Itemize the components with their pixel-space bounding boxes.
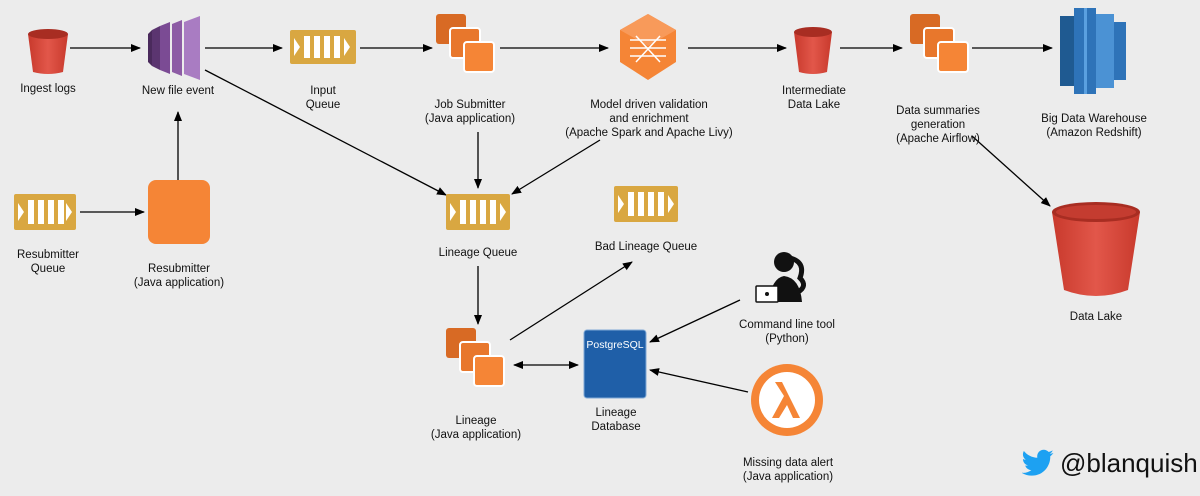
lineage-queue-label: Lineage Queue bbox=[438, 247, 518, 259]
bad-lineage-queue-icon bbox=[614, 186, 678, 222]
connectors bbox=[70, 44, 1053, 393]
lineage-queue-icon bbox=[446, 194, 510, 230]
command-line-tool-label: Command line tool(Python) bbox=[739, 319, 835, 345]
arrow-summaries-to-data-lake bbox=[971, 135, 1051, 207]
postgresql-label: PostgreSQL bbox=[586, 339, 643, 351]
twitter-bird-icon bbox=[1022, 449, 1054, 476]
resubmitter-icon bbox=[148, 180, 210, 244]
developer-person-icon bbox=[755, 252, 806, 303]
arrow-event-to-lineage-queue bbox=[204, 69, 447, 196]
arrow-cli-to-db bbox=[649, 299, 741, 343]
job-submitter-label: Job Submitter(Java application) bbox=[424, 99, 516, 125]
job-submitter-icon bbox=[436, 14, 495, 73]
input-queue-icon bbox=[290, 30, 356, 64]
big-data-warehouse-label: Big Data Warehouse(Amazon Redshift) bbox=[1041, 113, 1147, 139]
resubmitter-label: Resubmitter(Java application) bbox=[133, 263, 225, 289]
arrow-alert-to-db bbox=[649, 368, 749, 393]
new-file-event-label: New file event bbox=[141, 85, 215, 97]
resubmitter-queue-icon bbox=[14, 194, 76, 230]
kinesis-event-icon bbox=[148, 16, 200, 80]
postgresql-database-icon: PostgreSQL bbox=[583, 329, 647, 399]
twitter-handle-watermark: @blanquish bbox=[1022, 446, 1198, 480]
ingest-logs-label: Ingest logs bbox=[20, 83, 76, 95]
ingest-logs-bucket-icon bbox=[28, 29, 68, 74]
spark-validation-icon bbox=[620, 14, 676, 80]
redshift-warehouse-icon bbox=[1060, 8, 1126, 94]
data-lake-bucket-icon bbox=[1052, 202, 1140, 296]
intermediate-bucket-icon bbox=[794, 27, 832, 74]
missing-data-alert-label: Missing data alert(Java application) bbox=[742, 457, 834, 483]
data-lake-label: Data Lake bbox=[1069, 311, 1123, 323]
lineage-label: Lineage(Java application) bbox=[430, 415, 522, 441]
twitter-handle-text: @blanquish bbox=[1060, 447, 1198, 478]
lambda-icon bbox=[751, 364, 823, 436]
arrow-model-to-lineage-queue bbox=[511, 139, 601, 195]
bad-lineage-queue-label: Bad Lineage Queue bbox=[594, 241, 698, 253]
data-summaries-icon bbox=[910, 14, 969, 73]
arrow-lineage-to-bad-queue bbox=[509, 261, 633, 341]
lineage-app-icon bbox=[446, 328, 505, 387]
